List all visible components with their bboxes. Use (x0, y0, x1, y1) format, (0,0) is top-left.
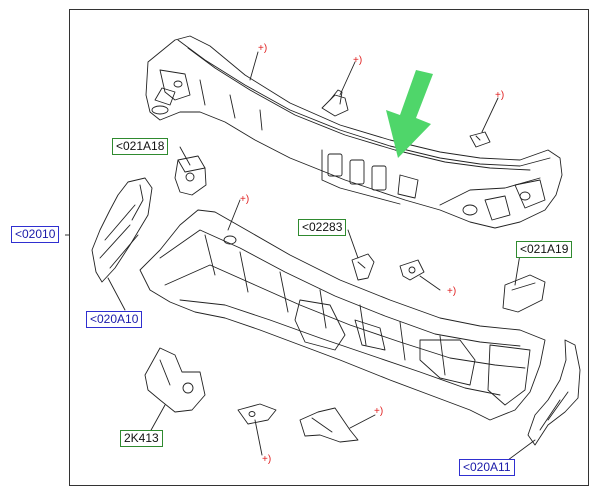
bracket-02283 (351, 253, 375, 281)
note-marker-4: +) (240, 194, 250, 205)
left-side-bracket (91, 177, 153, 283)
label-020A11: <020A11 (459, 459, 515, 476)
small-bracket-top (321, 89, 349, 117)
label-021A19: <021A19 (516, 241, 573, 258)
lower-plenum-panel (139, 209, 546, 421)
label-02283: <02283 (298, 219, 347, 236)
arrow-indicator (386, 70, 433, 158)
small-bracket-center (399, 259, 441, 291)
bracket-021A19 (502, 274, 546, 313)
small-bracket-bottom (237, 403, 277, 425)
note-marker-7: +) (262, 454, 272, 465)
diagram-frame (69, 9, 589, 486)
label-020A10: <020A10 (86, 311, 143, 328)
label-02010: <02010 (11, 226, 60, 243)
note-marker-6: +) (374, 406, 384, 417)
small-clip-top-right (469, 131, 491, 148)
note-marker-3: +) (495, 90, 505, 101)
label-2K413: 2K413 (120, 430, 163, 447)
leader-lines (107, 51, 536, 461)
bracket-2K413 (144, 347, 206, 413)
note-marker-1: +) (258, 43, 268, 54)
bracket-021A18 (174, 155, 207, 196)
right-side-bracket (527, 339, 581, 446)
note-marker-2: +) (353, 55, 363, 66)
upper-cowl-panel (145, 35, 563, 229)
note-marker-5: +) (447, 286, 457, 297)
bracket-bottom-center (299, 407, 359, 443)
label-021A18: <021A18 (112, 138, 169, 155)
